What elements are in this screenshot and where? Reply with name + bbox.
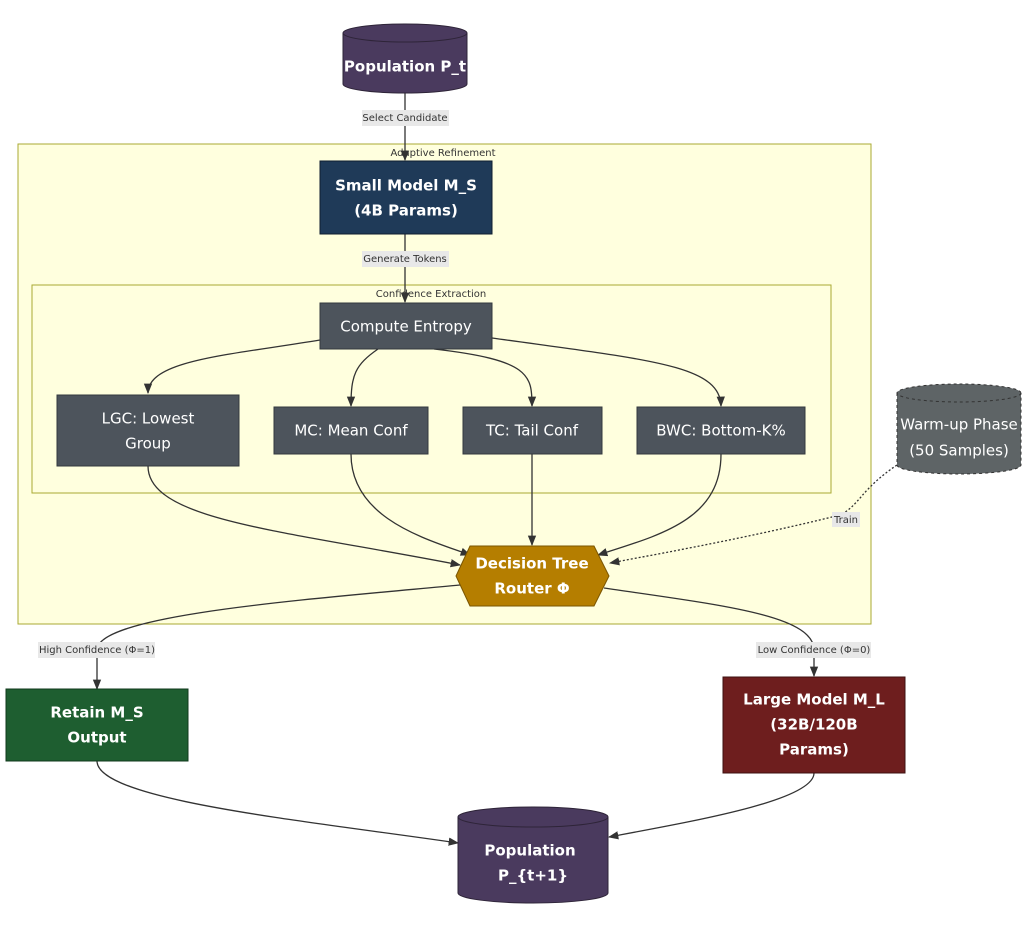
- warmup-line-1: Warm-up Phase: [900, 416, 1018, 434]
- population-t1-node: Population P_{t+1}: [457, 806, 609, 904]
- tc-label: TC: Tail Conf: [485, 422, 579, 440]
- router-line-1: Decision Tree: [475, 555, 588, 573]
- compute-entropy-node: Compute Entropy: [319, 302, 493, 350]
- bwc-label: BWC: Bottom-K%: [656, 422, 785, 440]
- population-t1-line-2: P_{t+1}: [498, 867, 568, 885]
- edge-label-select-candidate: Select Candidate: [362, 113, 447, 124]
- mc-label: MC: Mean Conf: [294, 422, 408, 440]
- retain-line-2: Output: [67, 729, 126, 747]
- adaptive-refinement-label: Adaptive Refinement: [390, 148, 495, 159]
- compute-entropy-label: Compute Entropy: [340, 318, 472, 336]
- edge-label-generate-tokens: Generate Tokens: [363, 254, 447, 265]
- population-t-label: Population P_t: [344, 58, 466, 76]
- edge-entropy-tc: [433, 348, 537, 408]
- lgc-node: LGC: Lowest Group: [56, 394, 240, 467]
- warmup-line-2: (50 Samples): [909, 442, 1009, 460]
- edge-entropy-lgc: [143, 339, 321, 395]
- retain-output-node: Retain M_S Output: [5, 688, 189, 762]
- small-model-line-2: (4B Params): [354, 202, 458, 220]
- edge-label-low-confidence: Low Confidence (Φ=0): [758, 645, 871, 656]
- lgc-line-1: LGC: Lowest: [102, 410, 195, 428]
- router-node: Decision Tree Router Φ: [455, 545, 610, 607]
- bwc-node: BWC: Bottom-K%: [636, 406, 806, 455]
- edge-warmup-router: [608, 464, 898, 566]
- edge-router-retain: [92, 584, 461, 691]
- small-model-line-1: Small Model M_S: [335, 177, 477, 195]
- small-model-node: Small Model M_S (4B Params): [319, 160, 493, 235]
- large-model-line-2: (32B/120B: [770, 716, 857, 734]
- mc-node: MC: Mean Conf: [273, 406, 429, 455]
- population-t1-line-1: Population: [484, 842, 575, 860]
- edge-entropy-mc: [346, 348, 379, 408]
- router-line-2: Router Φ: [494, 580, 569, 598]
- edge-entropy-bwc: [491, 337, 725, 408]
- warmup-phase-node: Warm-up Phase (50 Samples): [896, 383, 1022, 475]
- tc-node: TC: Tail Conf: [462, 406, 603, 455]
- edge-mc-router: [350, 453, 471, 556]
- edge-label-high-confidence: High Confidence (Φ=1): [39, 645, 155, 656]
- large-model-line-1: Large Model M_L: [743, 691, 885, 709]
- edge-bwc-router: [597, 453, 722, 557]
- confidence-extraction-label: Confidence Extraction: [376, 289, 486, 300]
- large-model-line-3: Params): [779, 741, 849, 759]
- large-model-node: Large Model M_L (32B/120B Params): [722, 676, 906, 774]
- edge-retain-population: [96, 760, 460, 846]
- population-t-node: Population P_t: [342, 23, 468, 94]
- lgc-line-2: Group: [125, 435, 171, 453]
- edge-label-train: Train: [833, 515, 858, 526]
- edge-large-population: [607, 772, 815, 840]
- edge-lgc-router: [147, 465, 462, 568]
- retain-line-1: Retain M_S: [50, 704, 143, 722]
